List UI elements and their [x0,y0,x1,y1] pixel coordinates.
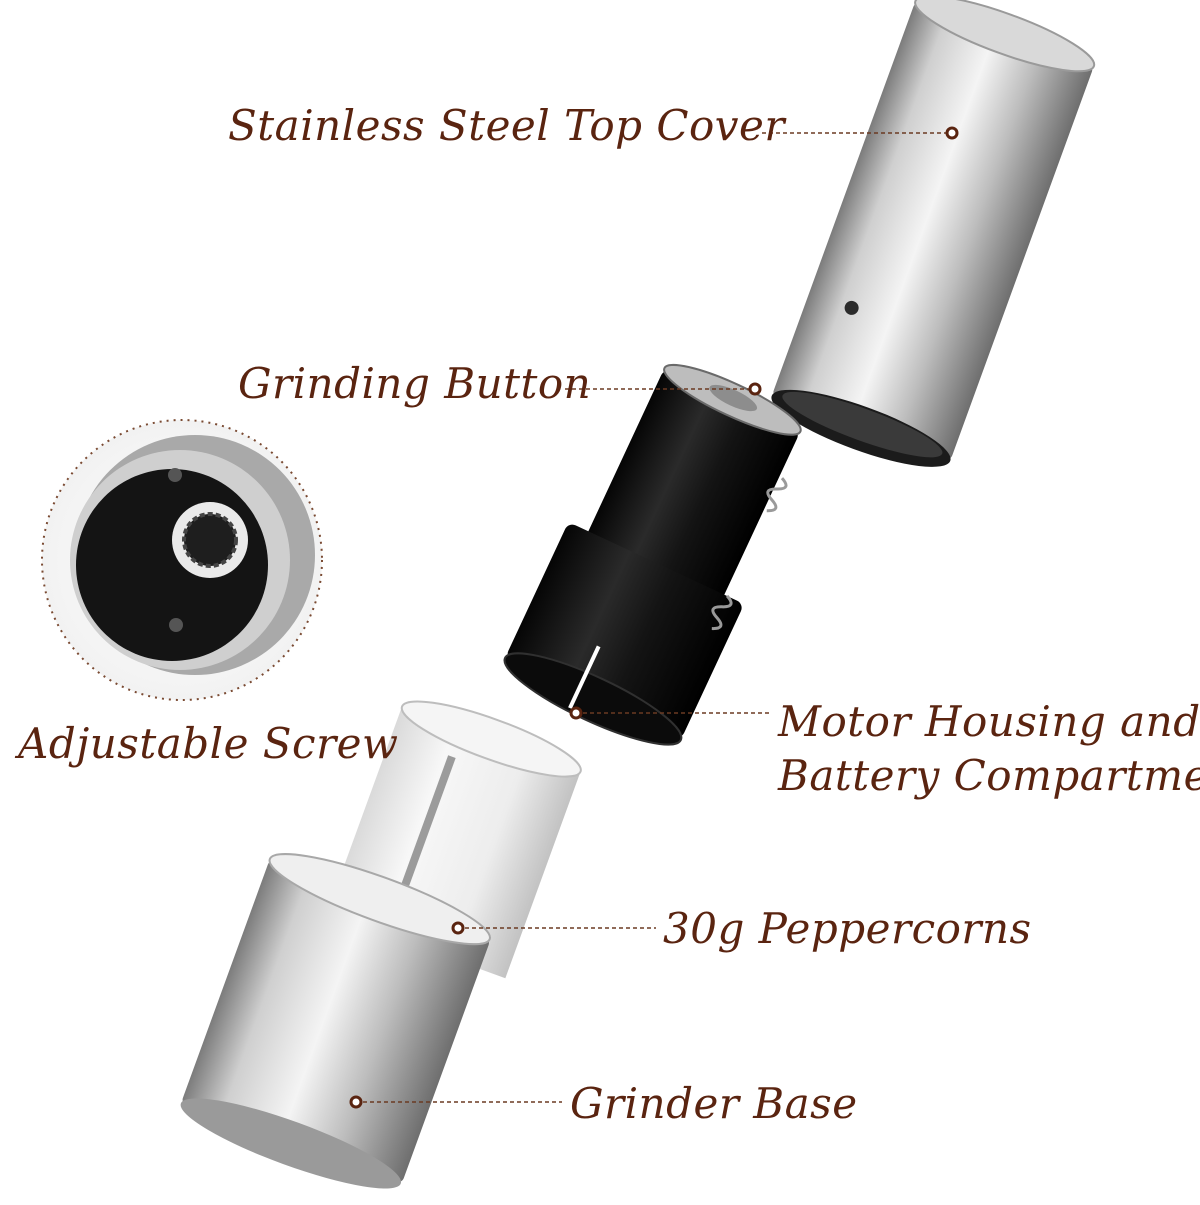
label-motor-housing: Motor Housing and Battery Compartment [778,695,1200,803]
motor-housing-shape [503,363,802,746]
label-adjustable-screw: Adjustable Screw [18,719,399,768]
leader-dots [349,126,959,1109]
leader-lines [356,132,950,1103]
label-motor-housing-line1: Motor Housing and [778,697,1200,746]
adjustable-screw-inset [41,419,323,701]
top-cover-shape [771,0,1096,467]
label-motor-housing-line2: Battery Compartment [778,751,1200,800]
label-grinder-base: Grinder Base [570,1079,858,1128]
label-peppercorns: 30g Peppercorns [663,904,1032,953]
label-top-cover: Stainless Steel Top Cover [228,101,785,150]
label-grinding-button: Grinding Button [238,359,592,408]
